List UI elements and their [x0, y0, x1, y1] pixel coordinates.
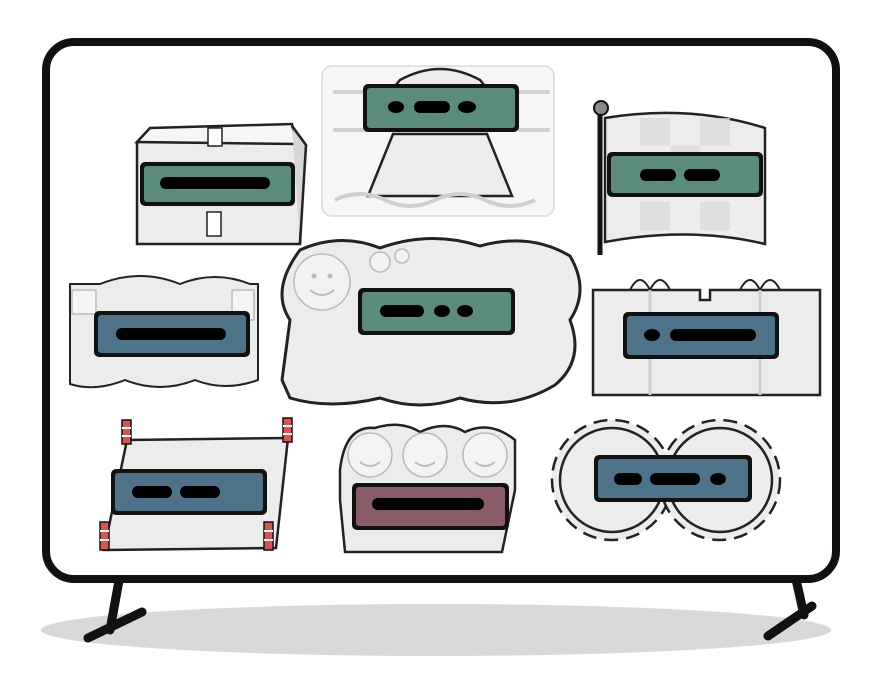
floor-shadow: [41, 604, 831, 656]
card-box: [134, 122, 308, 246]
card-ufo: [321, 65, 555, 217]
label-plate: [358, 288, 515, 335]
redacted-text: [160, 177, 270, 189]
label-plate: [363, 84, 519, 132]
redacted-text: [372, 498, 484, 510]
card-banner: [99, 417, 293, 552]
label-plate: [594, 455, 752, 502]
card-cloud-panel: [69, 275, 259, 389]
label-plate: [111, 469, 267, 515]
card-gears: [550, 418, 782, 542]
redacted-text: [644, 329, 756, 341]
label-plate: [623, 312, 779, 359]
label-plate: [607, 152, 763, 197]
redacted-text: [116, 328, 226, 340]
card-flag: [593, 100, 767, 255]
redacted-text: [614, 473, 726, 485]
card-thought: [280, 236, 582, 407]
redacted-text: [640, 169, 720, 181]
card-gift: [591, 279, 822, 397]
card-people: [338, 423, 517, 554]
label-plate: [352, 483, 509, 530]
label-plate: [94, 311, 250, 357]
redacted-text: [380, 305, 473, 317]
cardboard-box-icon: [134, 122, 308, 246]
redacted-text: [132, 486, 220, 498]
label-plate: [140, 162, 295, 206]
redacted-text: [388, 101, 476, 113]
